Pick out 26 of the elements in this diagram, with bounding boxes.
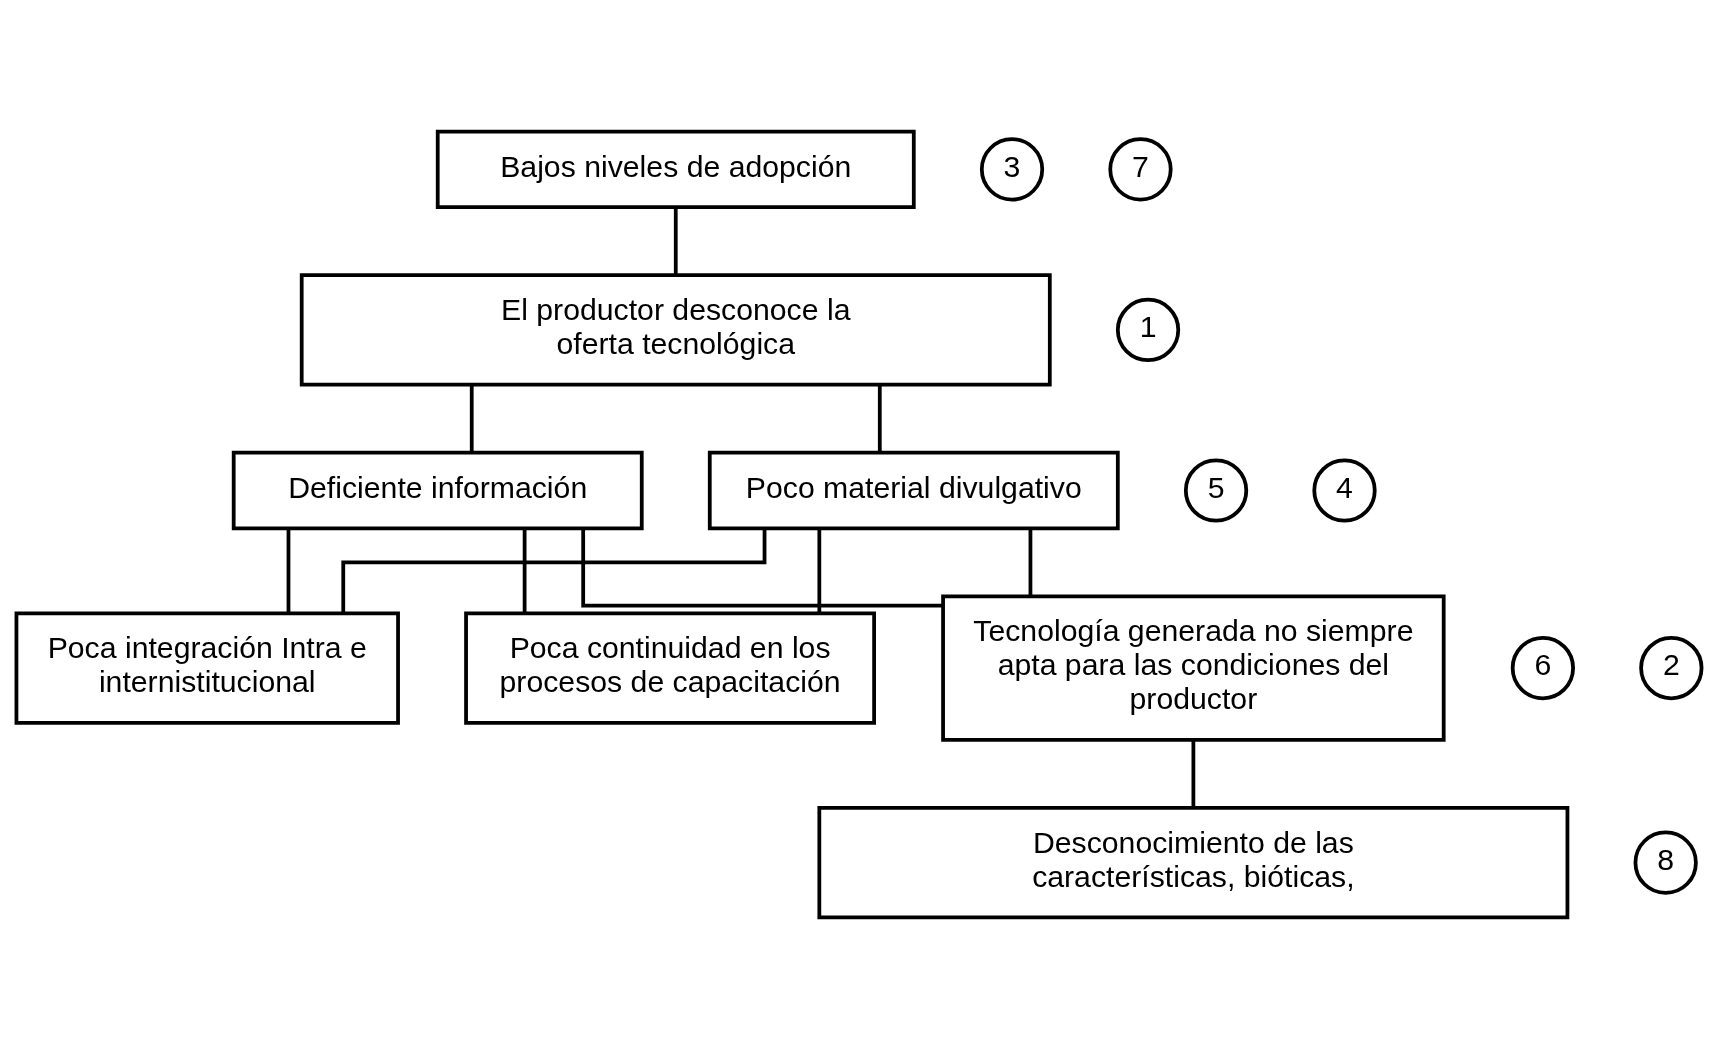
node-circle: 1 [1115, 297, 1181, 362]
node-circle: 4 [1312, 457, 1377, 523]
connector [817, 528, 822, 613]
connector [522, 528, 527, 613]
node-box: Poca integración Intra e internistitucional [14, 610, 400, 725]
node-box: Desconocimiento de las características, bióticas, [817, 805, 1570, 919]
node-box: Poca continuidad en los procesos de capacitación [464, 610, 876, 725]
node-circle: 7 [1108, 136, 1173, 201]
connector [286, 528, 291, 613]
node-circle: 8 [1633, 830, 1698, 895]
connector [581, 528, 943, 608]
connector [1191, 739, 1196, 807]
node-box: Poco material divulgativo [707, 450, 1120, 530]
node-box: Deficiente información [231, 450, 644, 530]
node-circle: 3 [979, 136, 1045, 201]
node-circle: 2 [1639, 635, 1704, 700]
node-circle: 5 [1183, 457, 1249, 523]
node-box: Bajos niveles de adopción [435, 129, 916, 209]
node-box: Tecnología generada no siempre apta para las condiciones del productor [941, 593, 1446, 742]
connector [1028, 528, 1033, 596]
connector [341, 528, 767, 613]
connector [673, 206, 678, 275]
node-circle: 6 [1510, 635, 1575, 700]
connector [469, 384, 474, 452]
node-box: El productor desconoce la oferta tecnológica [299, 272, 1052, 387]
connector [877, 384, 882, 452]
